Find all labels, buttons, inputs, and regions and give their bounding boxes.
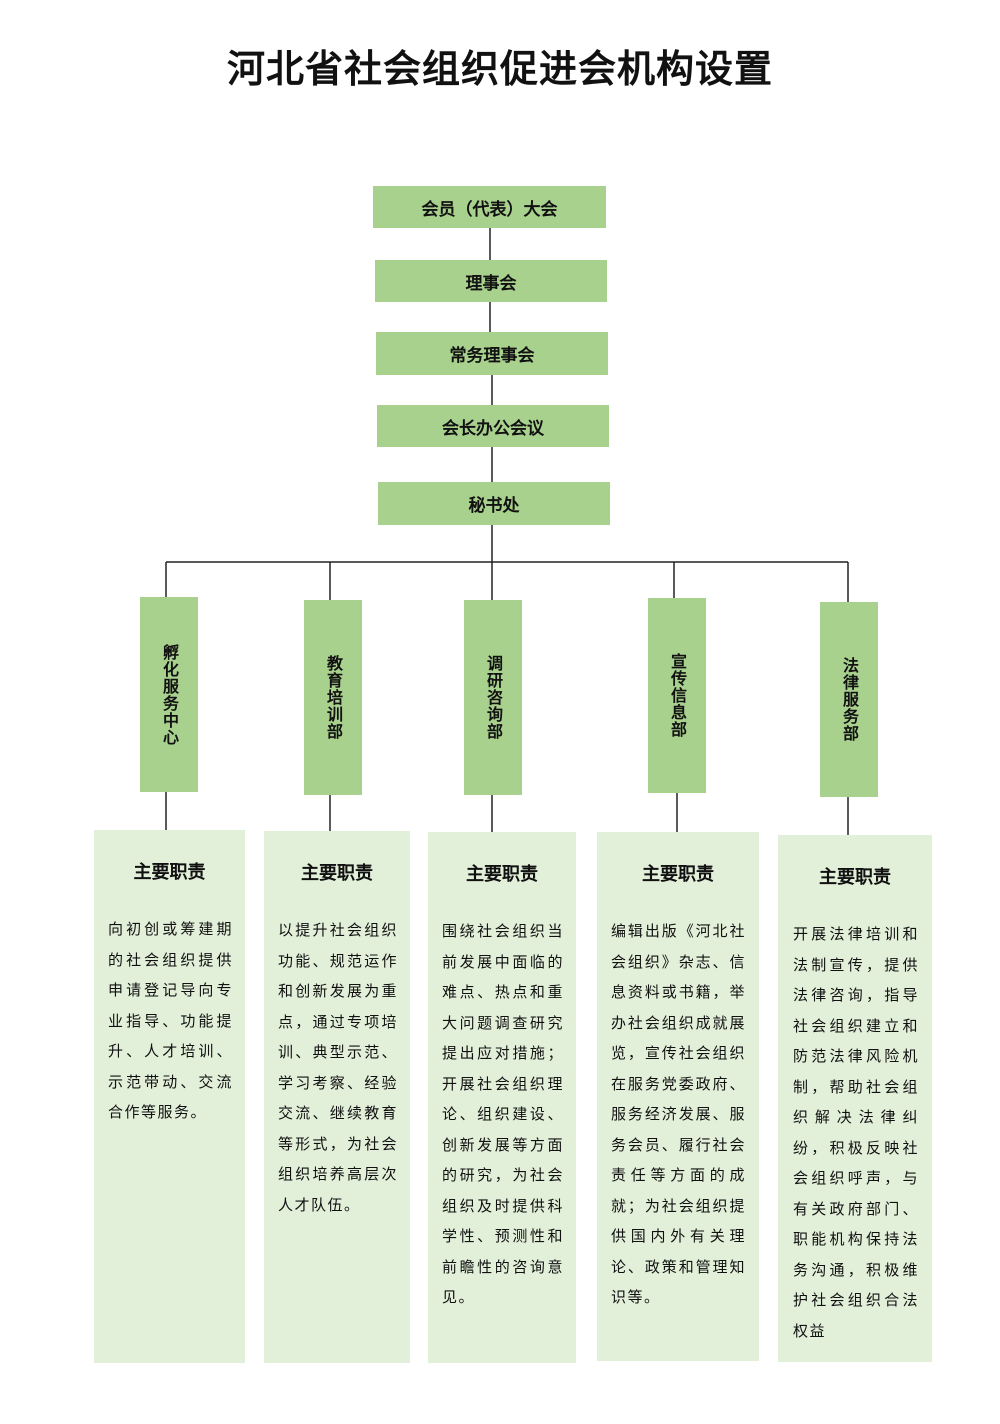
duty-title: 主要职责 [819, 867, 891, 888]
duty-panel-incubation: 主要职责 向初创或筹建期的社会组织提供申请登记导向专业指导、功能提升、人才培训、… [94, 830, 245, 1363]
duty-text: 以提升社会组织功能、规范运作和创新发展为重点，通过专项培训、典型示范、学习考察、… [278, 921, 398, 1214]
box-secretariat: 秘书处 [378, 482, 610, 525]
dept-incubation-center: 孵化服务中心 [140, 597, 198, 792]
duty-text: 开展法律培训和法制宣传，提供法律咨询，指导社会组织建立和防范法律风险机制，帮助社… [793, 925, 919, 1340]
box-president-meeting: 会长办公会议 [377, 405, 609, 447]
duty-panel-publicity: 主要职责 编辑出版《河北社会组织》杂志、信息资料或书籍，举办社会组织成就展览，宣… [597, 832, 759, 1361]
box-council: 理事会 [375, 260, 607, 302]
dept-research-consulting: 调研咨询部 [464, 600, 522, 795]
duty-text: 向初创或筹建期的社会组织提供申请登记导向专业指导、功能提升、人才培训、示范带动、… [108, 920, 233, 1121]
box-standing-council: 常务理事会 [376, 332, 608, 375]
page-title: 河北省社会组织促进会机构设置 [226, 46, 773, 91]
box-members-congress: 会员（代表）大会 [373, 186, 606, 228]
dept-legal-services: 法律服务部 [820, 602, 878, 797]
duty-title: 主要职责 [466, 864, 538, 885]
duty-title: 主要职责 [642, 864, 714, 885]
duty-text: 编辑出版《河北社会组织》杂志、信息资料或书籍，举办社会组织成就展览，宣传社会组织… [611, 922, 746, 1306]
duty-panel-education: 主要职责 以提升社会组织功能、规范运作和创新发展为重点，通过专项培训、典型示范、… [264, 831, 410, 1363]
dept-publicity-info: 宣传信息部 [648, 598, 706, 793]
duty-panel-research: 主要职责 围绕社会组织当前发展中面临的难点、热点和重大问题调查研究提出应对措施；… [428, 832, 576, 1363]
dept-education-training: 教育培训部 [304, 600, 362, 795]
duty-panel-legal: 主要职责 开展法律培训和法制宣传，提供法律咨询，指导社会组织建立和防范法律风险机… [778, 835, 932, 1362]
duty-text: 围绕社会组织当前发展中面临的难点、热点和重大问题调查研究提出应对措施；开展社会组… [442, 922, 564, 1306]
duty-title: 主要职责 [133, 862, 206, 883]
duty-title: 主要职责 [301, 863, 373, 884]
